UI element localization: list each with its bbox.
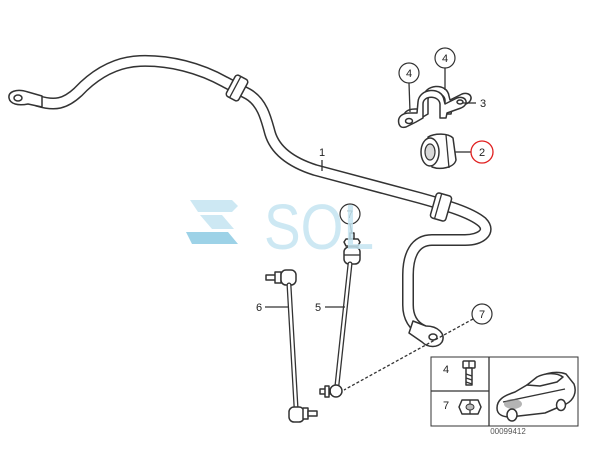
callout-lower-nut-label: 7 — [479, 309, 485, 321]
link-rod-right — [319, 232, 361, 398]
link-rod-right-lower-nut — [324, 385, 330, 398]
leader-line-lower-nut — [343, 318, 474, 391]
bracket-hole-left — [404, 117, 414, 125]
inset-label-bolt: 4 — [443, 364, 449, 376]
bracket-hole-right — [456, 99, 464, 105]
link-rod-right-nut — [343, 238, 361, 247]
watermark-text: SOL — [264, 191, 374, 263]
link-rod-left-upper-nut — [274, 271, 282, 284]
callout-lower-nut: 7 — [471, 303, 493, 325]
callout-link-left: 6 — [256, 302, 262, 314]
diagram-number: 00099412 — [490, 427, 526, 436]
sol-logo-icon — [186, 200, 238, 244]
link-rod-left — [265, 269, 318, 423]
stabilizer-bar — [32, 54, 492, 336]
highlighted-area — [504, 399, 522, 409]
callout-highlight-circle — [470, 140, 494, 164]
link-rod-right-lower-joint — [329, 384, 343, 398]
bolt-icon — [462, 360, 476, 386]
leader-line-upper-nut — [349, 223, 353, 235]
link-rod-left-lower-stud — [307, 410, 318, 417]
callout-bushing: 2 — [470, 140, 494, 164]
bar-bushing-right — [429, 192, 453, 222]
callout-stabilizer-bar: 1 — [319, 147, 325, 159]
inset-label-nut: 7 — [443, 400, 449, 412]
callout-bolt-left-label: 4 — [406, 68, 412, 80]
stabilizer-bushing — [420, 133, 457, 170]
link-rod-left-lower-joint — [288, 406, 305, 423]
sedan-car-icon — [496, 371, 576, 422]
callout-bolt-right-label: 4 — [442, 53, 448, 65]
callout-bracket: 3 — [480, 98, 486, 110]
bar-end-eye-left — [8, 89, 43, 108]
callout-link-right: 5 — [315, 302, 321, 314]
callout-upper-nut-label: 7 — [347, 209, 353, 221]
callout-upper-nut: 7 — [339, 203, 361, 225]
watermark: SOL — [186, 191, 374, 263]
bar-bushing-left — [225, 74, 249, 102]
leader-line-bolt-left — [408, 82, 411, 113]
callout-bolt-left: 4 — [398, 62, 420, 84]
inset-box: 4 7 — [430, 356, 579, 427]
bar-end-eye-right — [408, 320, 444, 348]
callout-bushing-label: 2 — [479, 147, 485, 159]
nut-icon — [458, 399, 482, 415]
callout-bolt-right: 4 — [434, 47, 456, 69]
